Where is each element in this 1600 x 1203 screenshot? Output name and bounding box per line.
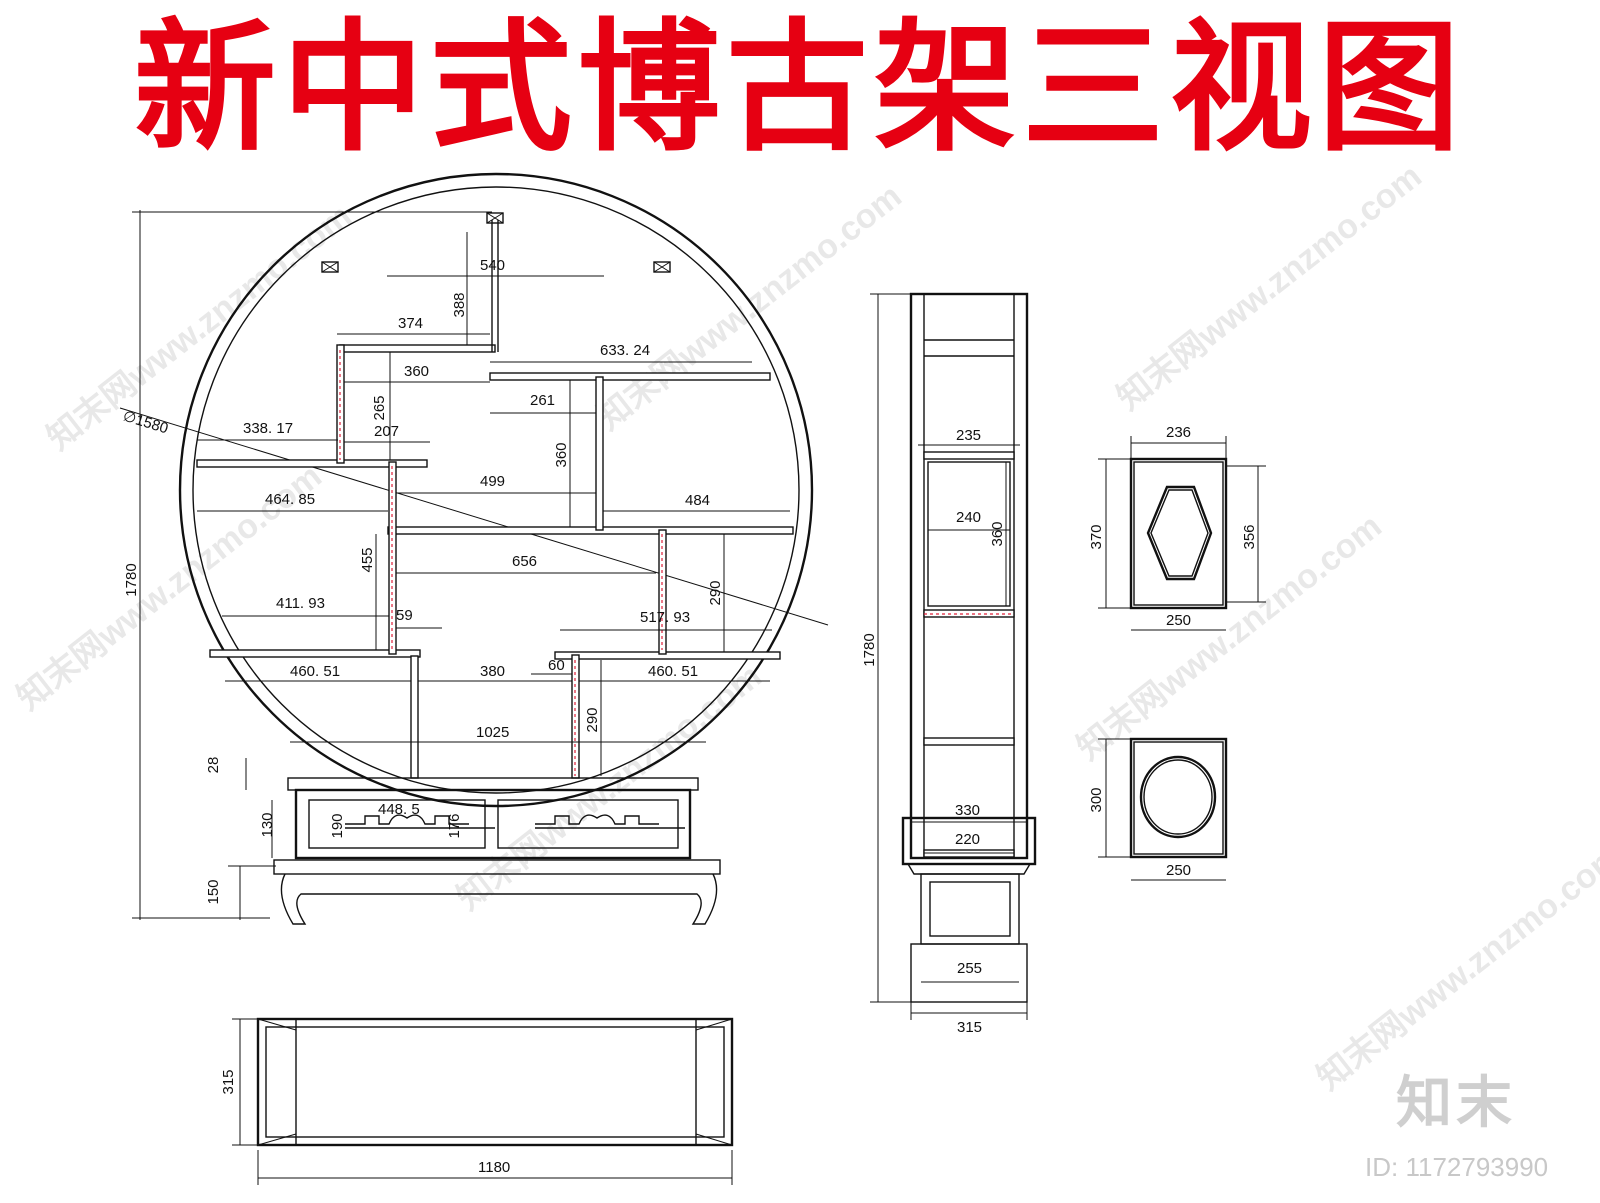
dim-255: 255 [957, 960, 982, 977]
dim-hex-left: 370 [1088, 524, 1105, 549]
dim-1025: 1025 [476, 724, 509, 741]
dim-130: 130 [259, 812, 276, 837]
dim-656: 656 [512, 553, 537, 570]
dim-side-height: 1780 [861, 633, 878, 666]
dim-diameter: ∅1580 [121, 408, 170, 438]
dim-330: 330 [955, 802, 980, 819]
circle-panel-detail [1098, 737, 1228, 881]
dim-360-side: 360 [989, 521, 1006, 546]
dim-484: 484 [685, 492, 710, 509]
dim-499: 499 [480, 473, 505, 490]
dim-388: 388 [451, 292, 468, 317]
dim-315-side: 315 [957, 1019, 982, 1036]
dim-460-right: 460. 51 [648, 663, 698, 680]
dim-front-height: 1780 [123, 563, 140, 596]
image-id-label: ID: 1172793990 [1365, 1152, 1549, 1182]
dim-60: 60 [548, 657, 565, 674]
dim-464: 464. 85 [265, 491, 315, 508]
dim-633: 633. 24 [600, 342, 650, 359]
dim-176: 176 [446, 813, 463, 838]
front-view: 1780 ∅1580 [119, 172, 829, 925]
dim-hex-bottom: 250 [1166, 612, 1191, 629]
dim-235: 235 [956, 427, 981, 444]
dim-207: 207 [374, 423, 399, 440]
dim-circle-left: 300 [1088, 787, 1105, 812]
dim-374: 374 [398, 315, 423, 332]
dim-448: 448. 5 [378, 801, 420, 818]
dim-360-top: 360 [404, 363, 429, 380]
dim-290-right: 290 [707, 580, 724, 605]
dim-150: 150 [205, 879, 222, 904]
dim-265: 265 [371, 395, 388, 420]
dim-360-mid: 360 [553, 442, 570, 467]
dim-28: 28 [205, 757, 222, 774]
dim-circle-bottom: 250 [1166, 862, 1191, 879]
plan-view [232, 1017, 734, 1185]
dim-hex-right: 356 [1241, 524, 1258, 549]
hexagon-panel-detail [1098, 436, 1266, 631]
side-view [870, 292, 1037, 1020]
dim-240: 240 [956, 509, 981, 526]
dim-517: 517. 93 [640, 609, 690, 626]
brand-watermark: 知末 [1396, 1071, 1516, 1136]
dim-plan-width: 1180 [478, 1159, 510, 1176]
dim-plan-depth: 315 [220, 1069, 237, 1094]
dim-261: 261 [530, 392, 555, 409]
dim-455: 455 [359, 547, 376, 572]
dim-411: 411. 93 [276, 595, 325, 612]
dim-190: 190 [329, 813, 346, 838]
dim-290-bottom: 290 [584, 707, 601, 732]
dim-220: 220 [955, 831, 980, 848]
dim-59: 59 [396, 607, 413, 624]
dim-hex-top: 236 [1166, 424, 1191, 441]
dim-460-left: 460. 51 [290, 663, 340, 680]
dim-380: 380 [480, 663, 505, 680]
drawing-title: 新中式博古架三视图 [134, 6, 1466, 171]
dim-top-540: 540 [480, 257, 505, 274]
dim-338: 338. 17 [243, 420, 293, 437]
